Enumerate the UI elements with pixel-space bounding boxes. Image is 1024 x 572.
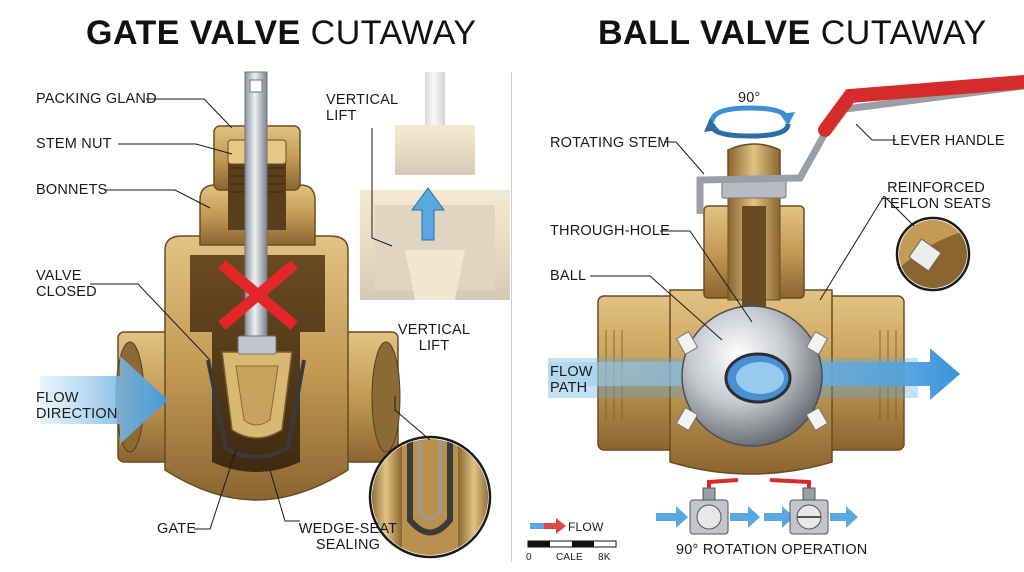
label-flow-direction-line1: FLOW — [36, 390, 79, 406]
label-gate: GATE — [157, 521, 197, 537]
panel-divider — [511, 72, 512, 562]
ghost-open-valve — [360, 72, 510, 300]
gate-title-light: CUTAWAY — [310, 14, 477, 52]
legend-scale-mid: CALE — [556, 552, 583, 563]
label-vertical-lift-mid-line1: VERTICAL — [397, 322, 471, 338]
label-rotating-stem: ROTATING STEM — [550, 135, 670, 151]
label-packing-gland: PACKING GLAND — [36, 91, 157, 107]
label-through-hole: THROUGH-HOLE — [550, 223, 671, 239]
label-flow-path-line2: PATH — [550, 380, 588, 396]
legend-flow-label: FLOW — [568, 520, 604, 534]
legend-scale-end: 8K — [598, 552, 611, 563]
ball-title-bold: BALL VALVE — [598, 14, 811, 52]
legend-scale-zero: 0 — [526, 552, 532, 563]
label-vertical-lift-top-line1: VERTICAL — [326, 92, 399, 108]
rotation-arrow-icon — [704, 105, 795, 139]
label-rotation-90: 90° — [738, 90, 761, 106]
label-lever-handle: LEVER HANDLE — [892, 133, 1005, 149]
label-ball: BALL — [550, 268, 587, 284]
ball-valve-drawing — [548, 75, 1024, 475]
legend-flow-icon — [530, 518, 566, 534]
gate-leader-lines — [90, 98, 431, 530]
label-flow-path-line1: FLOW — [550, 364, 593, 380]
label-wedge-seat-line1: WEDGE-SEAT — [298, 521, 398, 537]
label-reinforced-line2: TEFLON SEATS — [880, 196, 992, 212]
gate-valve-drawing — [40, 71, 510, 559]
ball-leader-lines — [590, 123, 915, 341]
label-vertical-lift-top-line2: LIFT — [326, 108, 357, 124]
ball-title-light: CUTAWAY — [820, 14, 987, 52]
lift-up-arrow-icon — [411, 187, 445, 241]
label-valve-closed-line1: VALVE — [36, 268, 82, 284]
ball-valve-title: BALL VALVE CUTAWAY — [598, 14, 987, 53]
label-flow-direction-line2: DIRECTION — [36, 406, 118, 422]
label-stem-nut: STEM NUT — [36, 136, 112, 152]
label-wedge-seat-line2: SEALING — [315, 537, 381, 553]
label-reinforced-line1: REINFORCED — [887, 180, 985, 196]
legend-scale-bar — [527, 540, 617, 548]
closed-x-icon — [218, 260, 298, 330]
gate-title-bold: GATE VALVE — [86, 14, 301, 52]
gate-valve-title: GATE VALVE CUTAWAY — [86, 14, 477, 53]
label-bonnets: BONNETS — [36, 182, 108, 198]
rotation-operation-icons — [656, 478, 858, 535]
gate-flow-arrow — [40, 356, 168, 444]
label-vertical-lift-mid-line2: LIFT — [418, 338, 450, 354]
label-rotation-operation: 90° ROTATION OPERATION — [676, 542, 868, 558]
label-valve-closed-line2: CLOSED — [36, 284, 97, 300]
